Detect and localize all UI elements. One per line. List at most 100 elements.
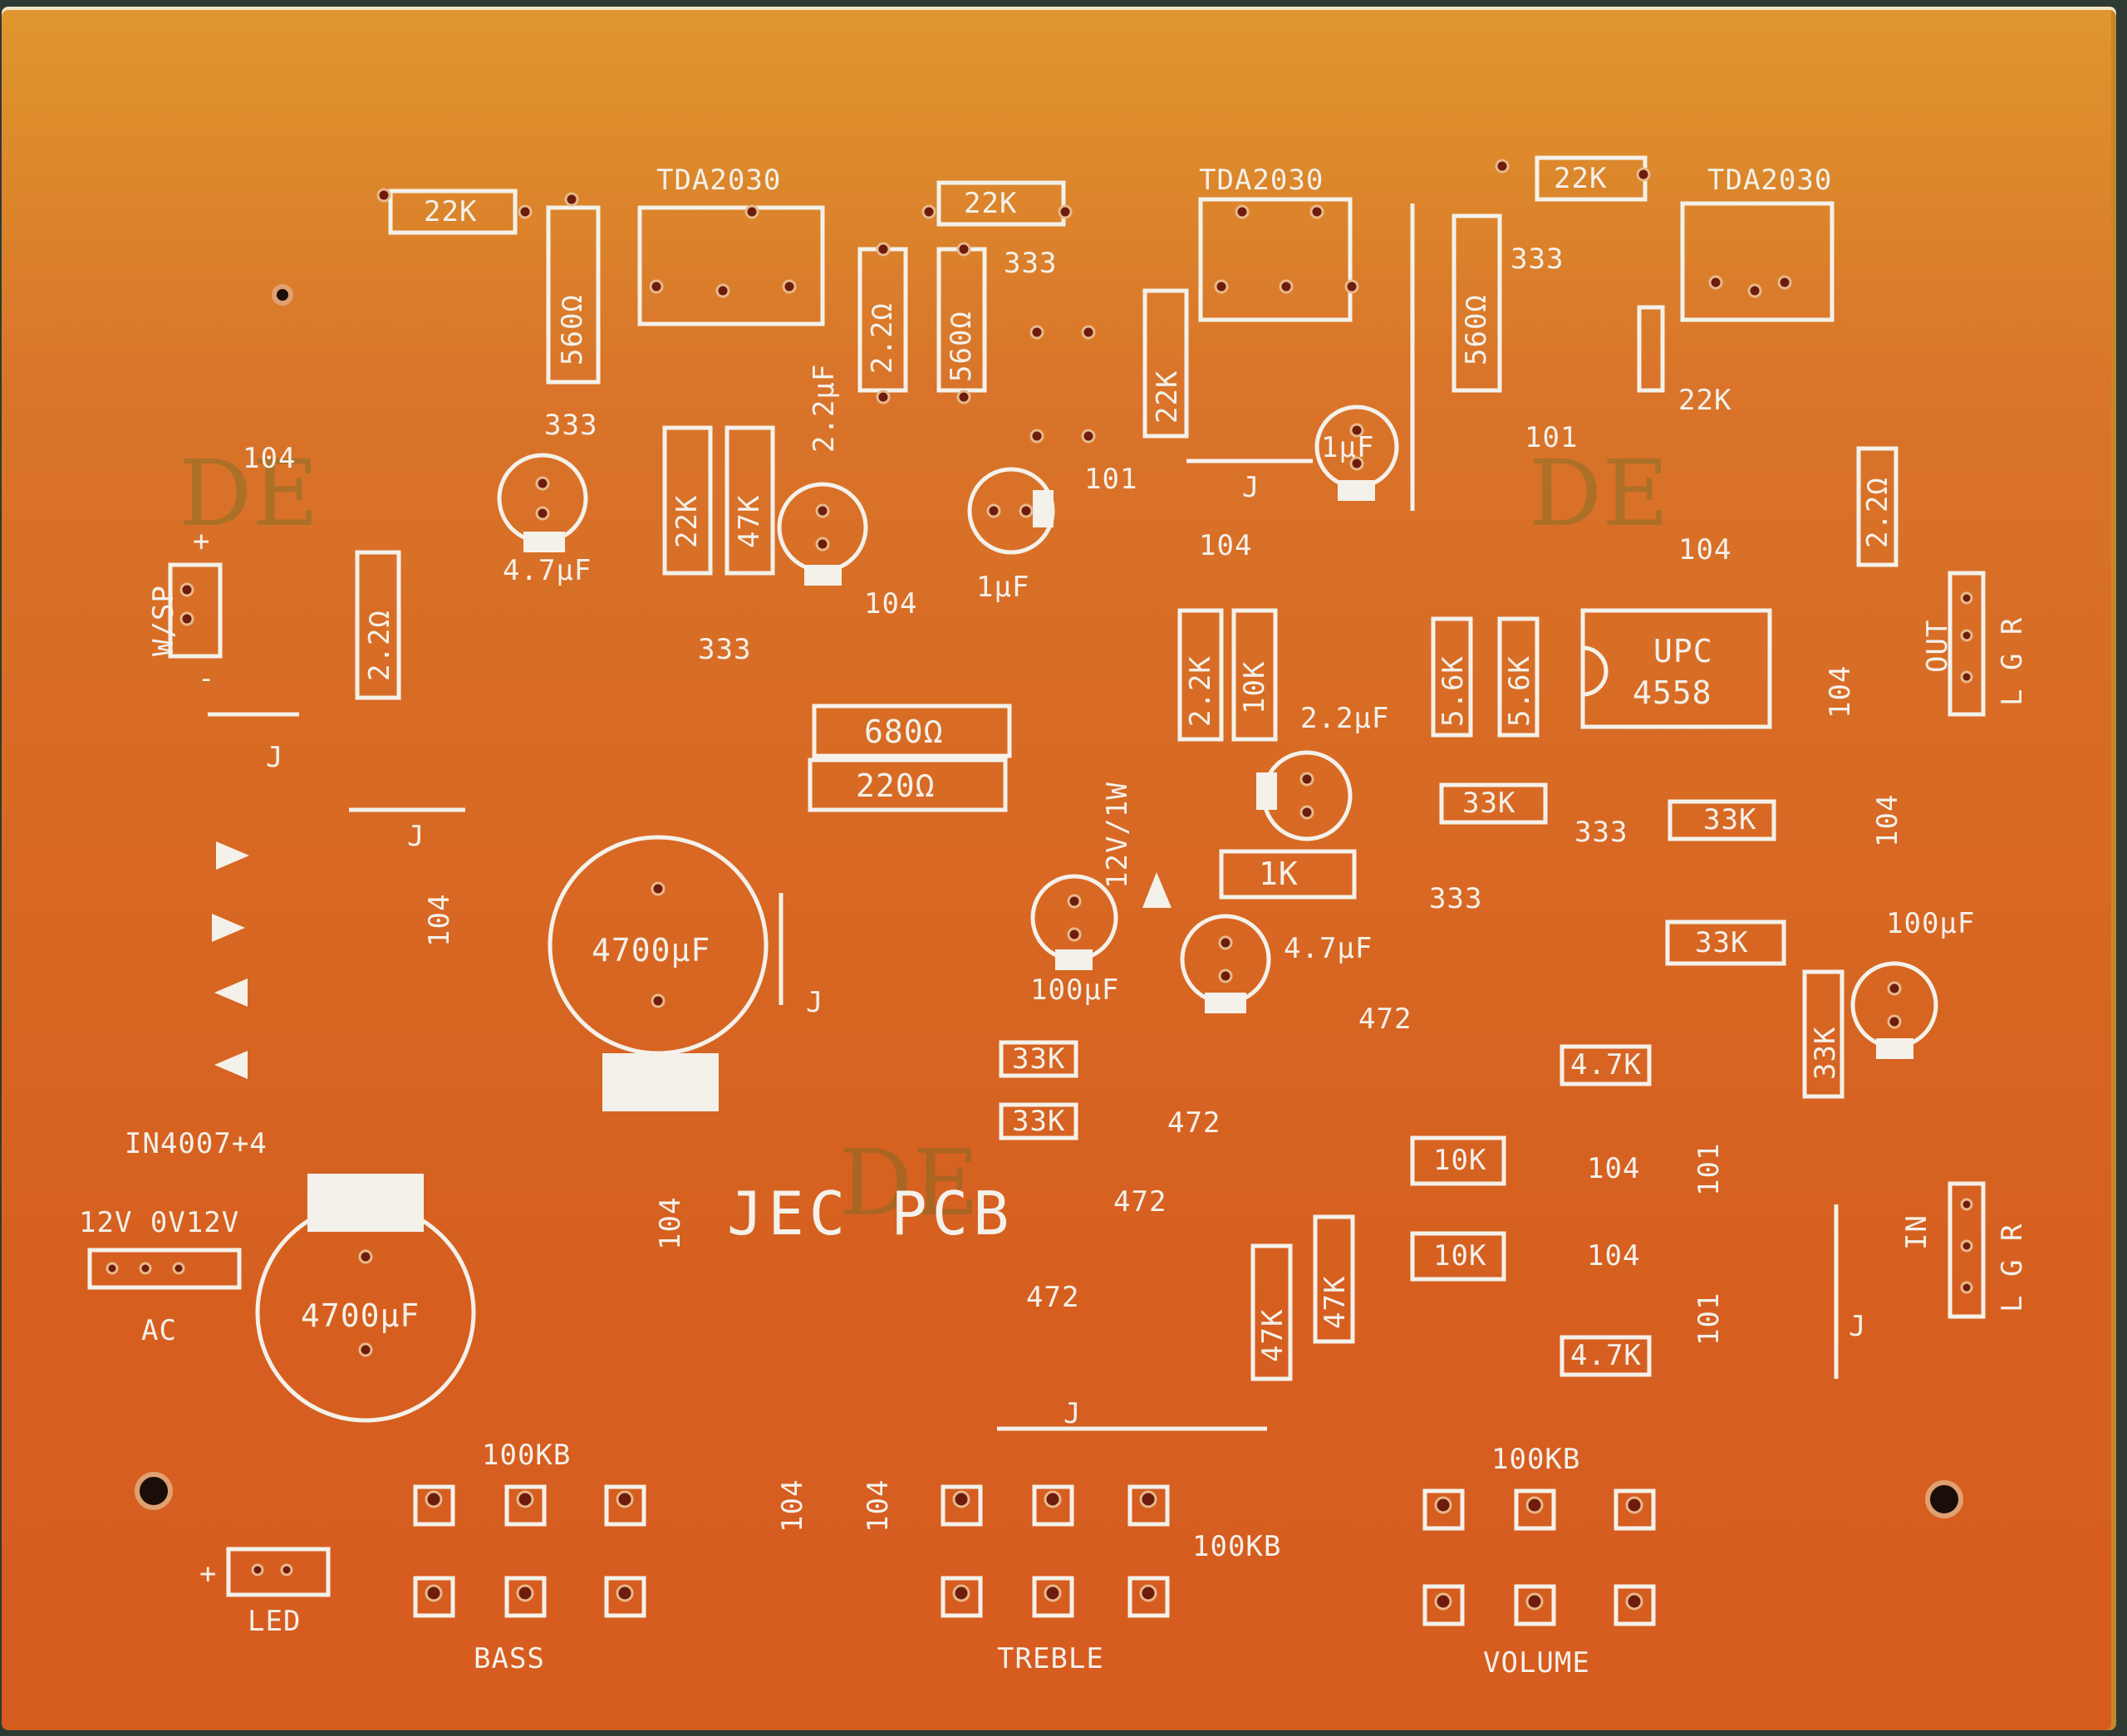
mount-hole-tl: [272, 284, 293, 306]
cap-label: 472: [1113, 1185, 1167, 1219]
volume-pot-value: 100KB: [1491, 1443, 1581, 1476]
ic2-outline: [1198, 197, 1353, 322]
cap-label: 472: [1167, 1106, 1221, 1140]
ecap-label: 2.2µF: [1300, 702, 1390, 735]
resistor-label: 10K: [1433, 1144, 1487, 1177]
jumper-label: J: [1064, 1397, 1082, 1430]
pcb-board: [2, 7, 2116, 1730]
resistor-label: 47K: [733, 494, 766, 548]
stamp-mark: DE: [839, 1130, 980, 1236]
cap-label: 333: [544, 409, 598, 442]
treble-pot-label: TREBLE: [997, 1642, 1104, 1675]
jumper-label: J: [1242, 471, 1260, 504]
brand-label: JEC PCB: [727, 1179, 1014, 1248]
mount-hole-br: [1925, 1480, 1963, 1518]
resistor-label: 5.6K: [1437, 655, 1470, 727]
cap-label: 101: [1084, 463, 1138, 496]
cap-label: 472: [1026, 1281, 1080, 1314]
cap-label: 104: [864, 587, 918, 620]
mount-hole-bl: [135, 1472, 173, 1510]
bass-pot-label: BASS: [474, 1642, 545, 1675]
ic2-label: TDA2030: [1199, 164, 1324, 197]
ic4-label-line2: 4558: [1633, 674, 1712, 711]
ac-label: AC: [141, 1314, 177, 1347]
bass-pot-value: 100KB: [482, 1439, 572, 1472]
resistor-label: 33K: [1462, 787, 1516, 820]
cap-label: 333: [1429, 882, 1483, 915]
out-pins-label: L G R: [1996, 616, 2029, 706]
zener-label: 12V/1W: [1101, 782, 1134, 889]
cap-label: 104: [1587, 1239, 1641, 1273]
resistor-label: 2.2Ω: [866, 302, 899, 374]
cap-label: 333: [698, 633, 752, 666]
resistor-label: 47K: [1319, 1275, 1352, 1329]
resistor-label: 33K: [1012, 1042, 1066, 1076]
cap-label: 333: [1004, 247, 1058, 280]
ecap-label: 4.7µF: [503, 554, 592, 587]
resistor-label: 560Ω: [945, 311, 978, 382]
resistor-label: 33K: [1809, 1026, 1842, 1080]
speaker-plus: +: [193, 525, 211, 558]
resistor-label: 10K: [1238, 660, 1271, 714]
cap-label: 104: [1587, 1152, 1641, 1185]
resistor-label: 47K: [1256, 1308, 1289, 1362]
ecap-label: 1µF: [976, 571, 1030, 604]
resistor-label: 33K: [1695, 926, 1749, 959]
cap-label: 472: [1358, 1003, 1412, 1036]
cap-label: 333: [1574, 816, 1628, 849]
ic1-outline: [637, 205, 825, 326]
resistor-label: 22K: [1678, 384, 1732, 417]
jumper-label: J: [266, 741, 284, 774]
cap-label: 101: [1692, 1142, 1726, 1196]
ic3-outline: [1680, 201, 1835, 322]
resistor-label: 4.7K: [1570, 1048, 1642, 1081]
ecap-label: 100µF: [1886, 907, 1976, 940]
cap-label: 104: [243, 442, 297, 475]
cap-label: 104: [776, 1479, 809, 1532]
resistor-label: 5.6K: [1503, 655, 1536, 727]
in-pins-label: L G R: [1996, 1223, 2029, 1312]
bass-pot-pads: [413, 1484, 646, 1618]
ecap-label: 4700µF: [592, 932, 711, 969]
ecap-label: 4700µF: [301, 1297, 420, 1334]
jumper-label: J: [1849, 1310, 1867, 1343]
cap-label: 104: [1824, 664, 1857, 718]
resistor-label: 2.2Ω: [1861, 477, 1894, 548]
cap-label: 333: [1511, 243, 1565, 276]
resistor-label: 33K: [1703, 803, 1757, 836]
treble-pot-value: 100KB: [1192, 1530, 1282, 1563]
in-label: IN: [1900, 1214, 1933, 1250]
resistor-label: 33K: [1012, 1105, 1066, 1138]
resistor-label: 22K: [671, 494, 704, 548]
cap-label: 104: [1871, 793, 1904, 847]
resistor-label: 4.7K: [1570, 1339, 1642, 1372]
resistor-label: 2.2K: [1184, 655, 1217, 727]
volume-pot-label: VOLUME: [1483, 1646, 1590, 1680]
cap-label: 104: [1678, 533, 1732, 566]
ic1-label: TDA2030: [656, 164, 782, 197]
ic4-label-line1: UPC: [1653, 633, 1713, 669]
resistor-label: 22K: [424, 195, 478, 228]
treble-pot-pads: [941, 1484, 1170, 1618]
resistor-label: 1K: [1259, 856, 1299, 892]
resistor-label: 220Ω: [856, 767, 936, 804]
resistor-label: 22K: [964, 187, 1018, 220]
stamp-mark: DE: [179, 440, 319, 547]
jumper-label: J: [806, 986, 824, 1019]
resistor-label: 10K: [1433, 1239, 1487, 1273]
resistor-label: 560Ω: [556, 294, 589, 365]
cap-label: 101: [1692, 1292, 1726, 1346]
volume-pot-pads: [1422, 1488, 1656, 1626]
ecap-label: 2.2µF: [808, 363, 841, 453]
bridge-rectifier-label: IN4007+4: [125, 1127, 268, 1160]
resistor-label: 2.2Ω: [363, 610, 396, 681]
resistor-label: 560Ω: [1460, 294, 1493, 365]
ic3-label: TDA2030: [1707, 164, 1833, 197]
cap-label: 104: [1199, 529, 1253, 562]
cap-label: 101: [1525, 421, 1579, 454]
ic4-outline: [1580, 608, 1772, 729]
ecap-label: 100µF: [1030, 973, 1120, 1007]
stamp-mark: DE: [1529, 440, 1669, 547]
out-label: OUT: [1921, 619, 1954, 673]
